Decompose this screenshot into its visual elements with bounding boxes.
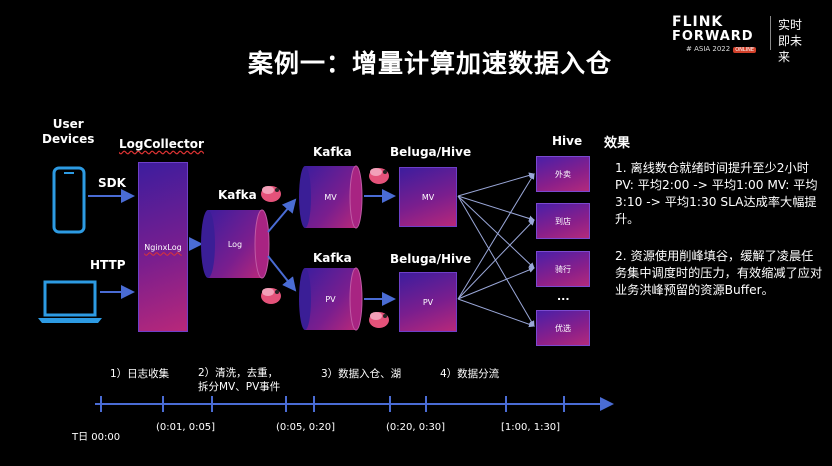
logo-line1: FLINK bbox=[672, 14, 724, 30]
kafka-pv-title: Kafka bbox=[313, 251, 352, 265]
sdk-label: SDK bbox=[98, 176, 126, 190]
arrow-log-mv bbox=[267, 198, 297, 233]
hive-item-waimai: 外卖 bbox=[536, 156, 590, 192]
timeline-label: (0:20, 0:30] bbox=[386, 422, 446, 433]
hive-item-label: 优选 bbox=[555, 323, 571, 333]
effect-item-1: 1. 离线数仓就绪时间提升至少2小时PV: 平均2:00 -> 平均1:00 M… bbox=[615, 161, 818, 226]
logo-divider bbox=[770, 16, 771, 50]
step-1: 1）日志收集 bbox=[110, 368, 170, 380]
timeline-axis bbox=[95, 396, 614, 412]
hive-fanout-lines bbox=[457, 172, 535, 328]
kafka-mv-label: MV bbox=[324, 192, 337, 202]
page-title: 案例一：增量计算加速数据入仓 bbox=[247, 49, 612, 78]
beluga-mv-title: Beluga/Hive bbox=[390, 145, 472, 159]
logo-slogan: 实时即未来 bbox=[778, 18, 803, 64]
flink-squirrel-icon bbox=[369, 168, 389, 184]
flink-squirrel-icon bbox=[369, 312, 389, 328]
step-4: 4）数据分流 bbox=[440, 368, 500, 380]
hive-item-label: 外卖 bbox=[555, 169, 571, 179]
hive-title: Hive bbox=[552, 134, 583, 148]
laptop-icon bbox=[38, 280, 102, 323]
hive-item-qixing: 骑行 bbox=[536, 251, 590, 287]
kafka-mv-cylinder bbox=[299, 165, 363, 229]
timeline-label: (0:01, 0:05] bbox=[156, 422, 216, 433]
hive-item-daodian: 到店 bbox=[536, 203, 590, 239]
arrow-log-pv bbox=[267, 255, 297, 292]
logcollector-title: LogCollector bbox=[119, 137, 204, 151]
kafka-pv-label: PV bbox=[325, 294, 336, 304]
hive-item-youxuan: 优选 bbox=[536, 310, 590, 346]
hive-item-label: 到店 bbox=[555, 216, 571, 226]
hive-item-label: 骑行 bbox=[555, 264, 571, 274]
effect-item-2: 2. 资源使用削峰填谷，缓解了凌晨任务集中调度时的压力，有效缩减了应对业务洪峰预… bbox=[615, 249, 823, 297]
logo-badge: ONLINE bbox=[733, 47, 757, 53]
beluga-mv-label: MV bbox=[421, 192, 435, 202]
kafka-log-label: Log bbox=[227, 239, 243, 249]
nginxlog-label: NginxLog bbox=[144, 242, 182, 252]
step-3: 3）数据入仓、湖 bbox=[321, 368, 402, 380]
step-2: 2）清洗，去重， 拆分MV、PV事件 bbox=[198, 367, 281, 393]
beluga-pv-label: PV bbox=[422, 297, 434, 307]
kafka-log-cylinder bbox=[201, 209, 270, 279]
kafka-log-title: Kafka bbox=[218, 188, 257, 202]
user-devices-label: User Devices bbox=[42, 117, 95, 146]
kafka-mv-title: Kafka bbox=[313, 145, 352, 159]
effects-title: 效果 bbox=[604, 136, 631, 151]
timeline-label: T日 00:00 bbox=[72, 432, 121, 443]
beluga-pv-box: PV bbox=[399, 272, 457, 332]
flink-squirrel-icon bbox=[261, 288, 281, 304]
kafka-pv-cylinder bbox=[299, 267, 363, 331]
beluga-pv-title: Beluga/Hive bbox=[390, 252, 472, 266]
beluga-mv-box: MV bbox=[399, 167, 457, 227]
smartphone-icon bbox=[52, 166, 86, 234]
timeline-label: (0:05, 0:20] bbox=[276, 422, 336, 433]
http-label: HTTP bbox=[90, 258, 126, 272]
nginxlog-box: NginxLog bbox=[138, 162, 188, 332]
flink-squirrel-icon bbox=[261, 186, 281, 202]
hive-ellipsis: ... bbox=[557, 290, 570, 303]
logo-event: # ASIA 2022 bbox=[686, 45, 731, 53]
logo-line2: FORWARD bbox=[672, 29, 754, 44]
timeline-label: [1:00, 1:30] bbox=[501, 422, 561, 433]
